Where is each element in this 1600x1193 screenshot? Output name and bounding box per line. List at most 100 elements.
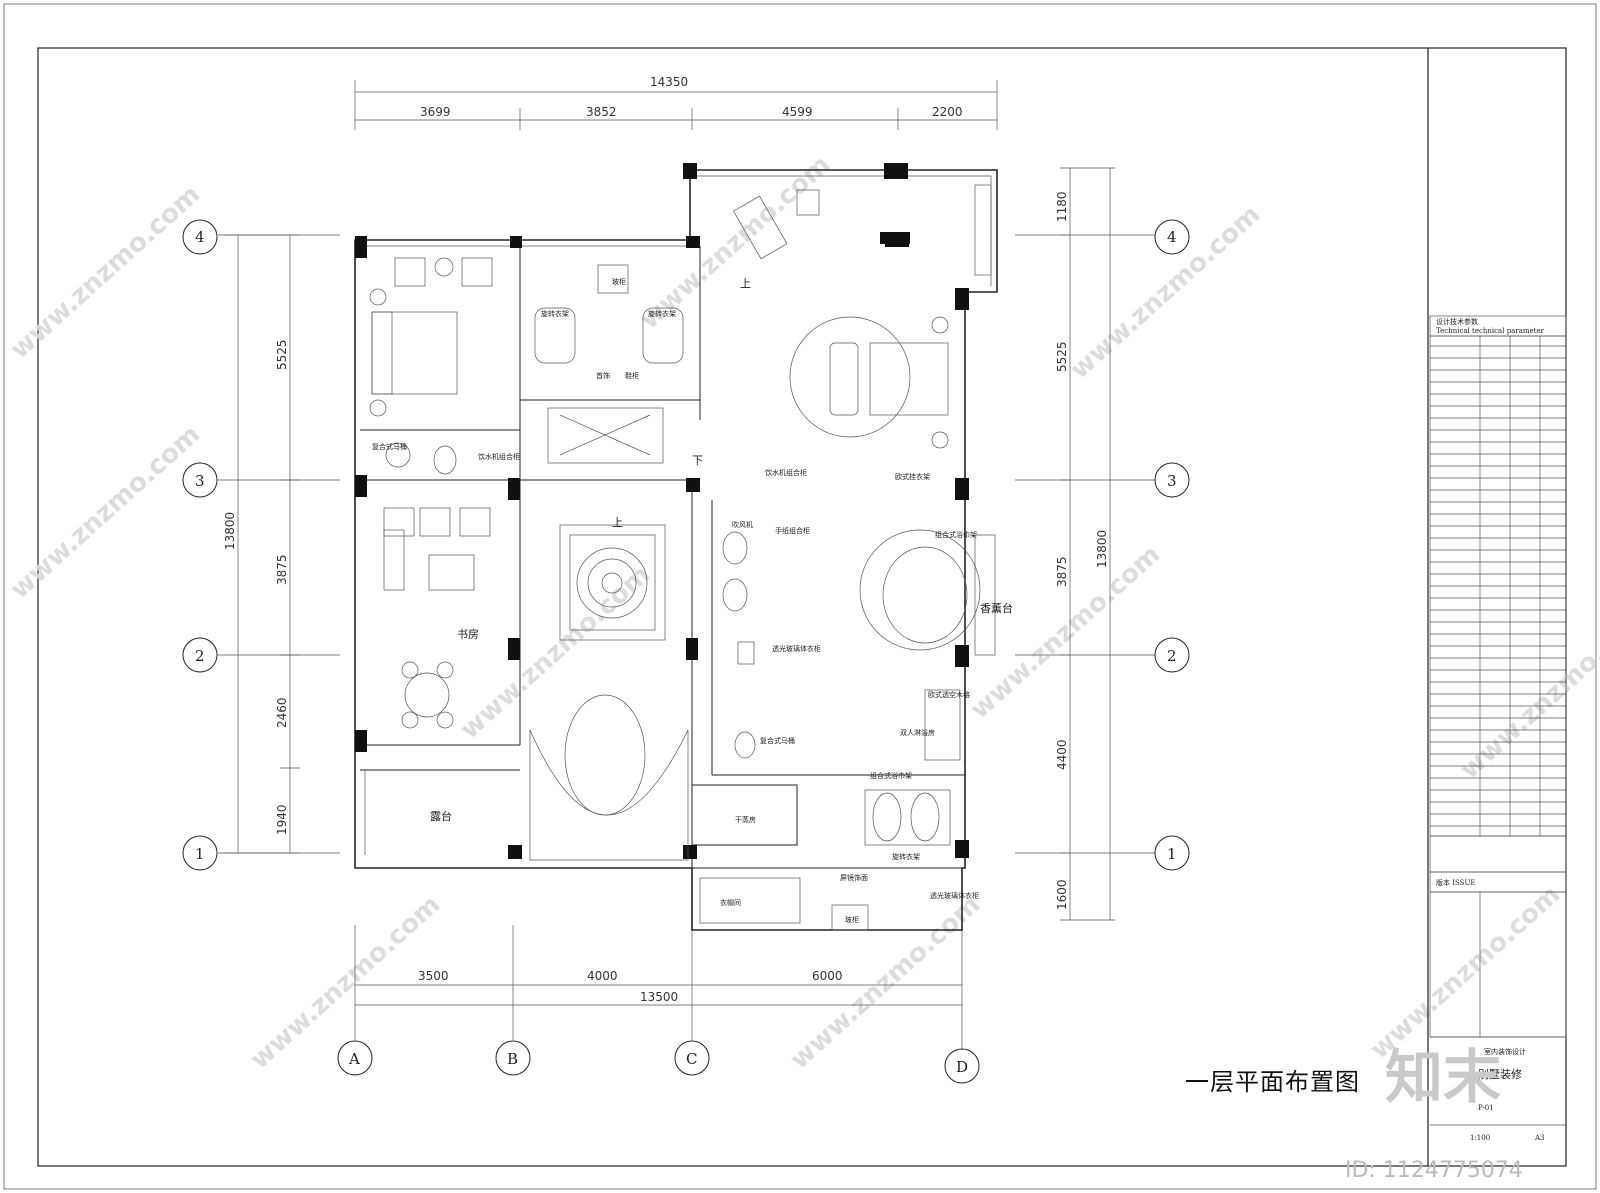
dim-top-total: 14350 bbox=[650, 75, 688, 89]
svg-text:www.znzmo.com: www.znzmo.com bbox=[1065, 199, 1267, 385]
dim-top-4: 2200 bbox=[932, 105, 963, 119]
drawing-title: 一层平面布置图 bbox=[1185, 1068, 1360, 1096]
dim-left-1: 5525 bbox=[275, 339, 289, 370]
title-block-name: 别墅装修 bbox=[1478, 1067, 1522, 1081]
title-block: 设计技术参数 Technical technical parameter 版本 … bbox=[1427, 48, 1567, 1166]
label-steam: 干蒸房 bbox=[735, 815, 756, 824]
label-hand-dryer: 手纸组合柜 bbox=[775, 526, 810, 535]
label-wardrobe-3: 旋转衣架 bbox=[892, 852, 920, 861]
label-terrace: 露台 bbox=[430, 809, 452, 823]
watermark-layer: www.znzmo.com www.znzmo.com www.znzmo.co… bbox=[5, 149, 1600, 1075]
watermark-id: ID: 1124775074 bbox=[1345, 1158, 1523, 1183]
label-toilet-1: 复合式马桶 bbox=[372, 442, 407, 451]
svg-text:3: 3 bbox=[1167, 472, 1177, 490]
axis-bubble-row-2 bbox=[182, 637, 218, 673]
dim-bottom-3: 6000 bbox=[812, 969, 843, 983]
dim-right-3: 3875 bbox=[1055, 556, 1069, 587]
svg-text:D: D bbox=[956, 1058, 968, 1076]
dim-bottom-total: 13500 bbox=[640, 990, 678, 1004]
label-glass-cab-2: 透光玻璃体衣柜 bbox=[930, 891, 979, 900]
svg-text:4: 4 bbox=[195, 228, 205, 246]
label-up-1: 上 bbox=[740, 277, 751, 290]
inner-sheet-border bbox=[37, 47, 1567, 1167]
dim-right-5: 1600 bbox=[1055, 879, 1069, 910]
dim-right-total: 13800 bbox=[1095, 530, 1109, 568]
svg-text:1: 1 bbox=[195, 845, 205, 863]
label-shower: 双人淋浴房 bbox=[900, 728, 935, 737]
svg-text:C: C bbox=[686, 1050, 697, 1068]
label-mirror: 屏镜饰面 bbox=[840, 873, 868, 882]
label-toilet-2: 复合式马桶 bbox=[760, 736, 795, 745]
title-block-size: A3 bbox=[1534, 1134, 1545, 1142]
label-study: 书房 bbox=[457, 628, 479, 641]
watermark-logo: 知末 bbox=[1385, 1043, 1502, 1111]
dim-top-1: 3699 bbox=[420, 105, 451, 119]
svg-text:1: 1 bbox=[1167, 845, 1177, 863]
building-walls bbox=[354, 169, 998, 931]
dim-left-4: 1940 bbox=[275, 804, 289, 835]
bottom-dimensions: 3500 4000 6000 13500 bbox=[354, 925, 963, 1012]
axis-bubble-col-a bbox=[337, 1040, 373, 1076]
axis-bubble-row-2-right bbox=[1154, 637, 1190, 673]
axis-bubble-row-3 bbox=[182, 462, 218, 498]
svg-text:www.znzmo.com: www.znzmo.com bbox=[5, 179, 207, 365]
dim-left-total: 13800 bbox=[223, 512, 237, 550]
label-blower: 吹风机 bbox=[732, 520, 753, 529]
dim-right-4: 4400 bbox=[1055, 739, 1069, 770]
room-labels: 书房 露台 衣帽间 双人淋浴房 香薰台 旋转衣架 旋转衣架 旋转衣架 复合式马桶… bbox=[372, 277, 1013, 924]
axis-bubble-col-c bbox=[674, 1040, 710, 1076]
label-bath-cab: 组合式浴巾架 bbox=[935, 530, 977, 539]
axis-bubble-row-3-right bbox=[1154, 462, 1190, 498]
svg-text:www.znzmo.com: www.znzmo.com bbox=[245, 889, 447, 1075]
title-block-issue: 版本 ISSUE bbox=[1436, 878, 1475, 887]
axis-bubble-row-1-right bbox=[1154, 835, 1190, 871]
axis-gridlines bbox=[218, 234, 1155, 1050]
svg-text:www.znzmo.com: www.znzmo.com bbox=[635, 149, 837, 335]
svg-text:A: A bbox=[348, 1050, 360, 1068]
furniture bbox=[369, 184, 996, 861]
axis-bubble-col-b bbox=[495, 1040, 531, 1076]
label-towel: 欧式透空木格 bbox=[928, 690, 970, 699]
outer-sheet-border bbox=[3, 3, 1597, 1190]
top-dimensions: 14350 3699 3852 4599 2200 bbox=[354, 75, 998, 130]
axis-bubble-row-4 bbox=[182, 219, 218, 255]
label-hanging: 欧式挂衣架 bbox=[895, 472, 930, 481]
svg-text:2: 2 bbox=[195, 647, 205, 665]
label-wardrobe-2: 旋转衣架 bbox=[648, 309, 676, 318]
dim-bottom-1: 3500 bbox=[418, 969, 449, 983]
title-block-header-en: Technical technical parameter bbox=[1436, 327, 1545, 335]
label-cabinet: 玻柜 bbox=[845, 915, 859, 924]
svg-text:www.znzmo.com: www.znzmo.com bbox=[5, 419, 207, 605]
left-dimensions: 13800 5525 3875 2460 1940 bbox=[223, 234, 300, 854]
axis-bubble-row-1 bbox=[182, 835, 218, 871]
label-wardrobe-1: 旋转衣架 bbox=[541, 309, 569, 318]
dim-right-2: 5525 bbox=[1055, 341, 1069, 372]
label-bath-cab-2: 组合式浴巾架 bbox=[870, 771, 912, 780]
label-closet-small: 衣帽间 bbox=[720, 898, 741, 907]
axis-bubble-col-d bbox=[944, 1048, 980, 1084]
dim-left-3: 2460 bbox=[275, 697, 289, 728]
svg-text:B: B bbox=[507, 1050, 518, 1068]
dim-top-3: 4599 bbox=[782, 105, 813, 119]
right-dimensions: 1180 5525 3875 4400 1600 13800 bbox=[1055, 167, 1115, 921]
label-shoes: 鞋柜 bbox=[625, 371, 639, 380]
title-block-sheet: P-01 bbox=[1478, 1104, 1494, 1112]
label-sauna: 香薰台 bbox=[980, 601, 1013, 615]
svg-text:3: 3 bbox=[195, 472, 205, 490]
svg-text:www.znzmo.com: www.znzmo.com bbox=[1455, 599, 1600, 785]
axis-bubble-row-4-right bbox=[1154, 219, 1190, 255]
dim-left-2: 3875 bbox=[275, 554, 289, 585]
svg-text:www.znzmo.com: www.znzmo.com bbox=[455, 559, 657, 745]
svg-text:4: 4 bbox=[1167, 228, 1177, 246]
label-down: 下 bbox=[692, 454, 703, 467]
title-block-rows bbox=[1430, 345, 1566, 827]
axis-bubbles: 4 3 2 1 4 3 2 1 A B C D bbox=[182, 219, 1190, 1084]
dim-bottom-2: 4000 bbox=[587, 969, 618, 983]
label-up-2: 上 bbox=[612, 516, 623, 529]
label-jewel: 首饰 bbox=[596, 371, 610, 380]
title-block-scale: 1:100 bbox=[1470, 1134, 1490, 1142]
label-glass-cab: 透光玻璃体衣柜 bbox=[772, 644, 821, 653]
structural-columns bbox=[355, 163, 969, 859]
title-block-project: 室内装饰设计 bbox=[1484, 1047, 1526, 1056]
